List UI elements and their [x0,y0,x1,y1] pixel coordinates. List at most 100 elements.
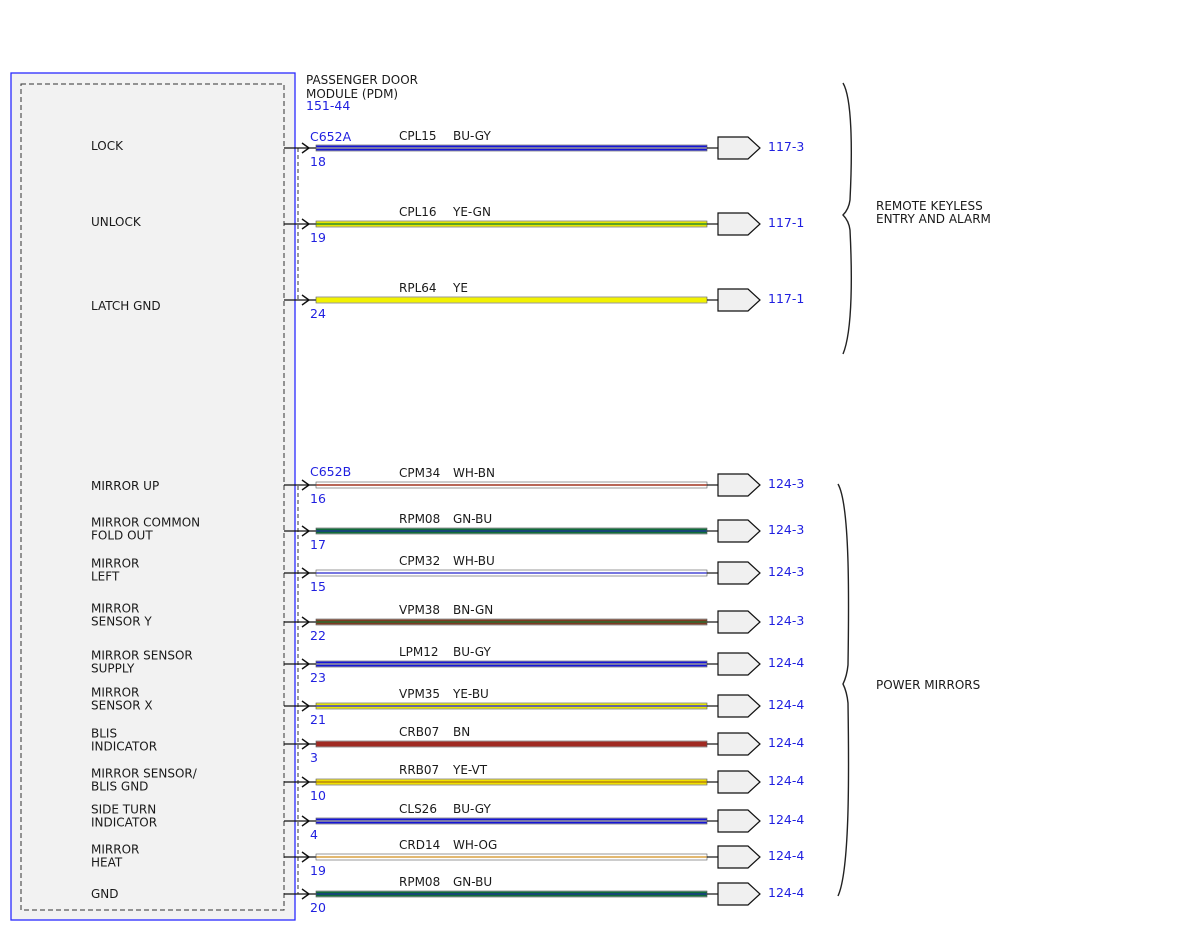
circuit-id: LPM12 [399,645,439,659]
pin-function-label: BLIS [91,727,117,741]
pin-function-label: BLIS GND [91,780,148,794]
destination-connector-icon [717,610,761,634]
destination-connector-icon [717,770,761,794]
pin-function-label: MIRROR [91,686,139,700]
pin-terminal-icon [301,525,311,537]
destination-connector-icon [717,882,761,906]
destination-ref: 124-3 [768,522,804,537]
pin-terminal-icon [301,738,311,750]
destination-ref: 124-4 [768,697,804,712]
pin-function-label: LOCK [91,139,124,153]
wire-color-code: YE-BU [452,687,489,701]
destination-ref: 124-4 [768,885,804,900]
circuit-id: VPM38 [399,603,440,617]
module-name-line2: MODULE (PDM) [306,87,398,101]
pin-function-label: LATCH GND [91,299,161,313]
circuit-id: RPM08 [399,512,440,526]
wire-color-code: YE [452,281,468,295]
destination-ref: 117-3 [768,139,804,154]
destination-ref: 124-3 [768,564,804,579]
wire-color-code: BU-GY [453,802,491,816]
pin-number: 10 [310,788,326,803]
group-label-remote-keyless-line1: REMOTE KEYLESS [876,199,983,213]
pin-function-label: FOLD OUT [91,529,153,543]
pin-terminal-icon [301,218,311,230]
destination-ref: 124-4 [768,655,804,670]
destination-connector-icon [717,473,761,497]
circuit-id: VPM35 [399,687,440,701]
pin-terminal-icon [301,888,311,900]
group-brace-power-mirrors [837,483,850,897]
pin-number: 18 [310,154,326,169]
destination-connector-icon [717,136,761,160]
pin-function-label: MIRROR COMMON [91,516,200,530]
circuit-id: CPL15 [399,129,437,143]
group-label-power-mirrors: POWER MIRRORS [876,678,980,692]
circuit-id: CRD14 [399,838,440,852]
group-label-remote-keyless-line2: ENTRY AND ALARM [876,212,991,226]
pin-terminal-icon [301,616,311,628]
module-name-line1: PASSENGER DOOR [306,73,418,87]
pin-function-label: MIRROR SENSOR/ [91,767,198,781]
destination-ref: 124-3 [768,476,804,491]
circuit-id: CLS26 [399,802,437,816]
wire-color-code: GN-BU [453,512,492,526]
module-inner-boundary [20,83,285,911]
destination-ref: 124-4 [768,735,804,750]
destination-connector-icon [717,212,761,236]
pin-function-label: MIRROR SENSOR [91,649,193,663]
pin-function-label: MIRROR [91,602,139,616]
wire-color-code: BN [453,725,470,739]
pin-terminal-icon [301,294,311,306]
destination-ref: 124-3 [768,613,804,628]
pin-function-label: INDICATOR [91,816,157,830]
circuit-id: CPM34 [399,466,440,480]
circuit-id: CPM32 [399,554,440,568]
pin-function-label: SENSOR X [91,699,153,713]
destination-ref: 124-4 [768,812,804,827]
wire-color-code: BN-GN [453,603,493,617]
pin-function-label: INDICATOR [91,740,157,754]
pin-number: 3 [310,750,318,765]
group-brace-remote-keyless [842,82,853,355]
pin-terminal-icon [301,658,311,670]
destination-connector-icon [717,845,761,869]
wire-color-code: BU-GY [453,129,491,143]
pin-function-label: MIRROR [91,843,139,857]
connector-c652a-name: C652A [310,129,352,144]
pin-function-label: MIRROR [91,557,139,571]
circuit-id: RPM08 [399,875,440,889]
pin-number: 16 [310,491,326,506]
destination-ref: 124-4 [768,773,804,788]
pin-number: 24 [310,306,326,321]
pin-function-label: SUPPLY [91,662,135,676]
wire-color-code: WH-BU [453,554,495,568]
wire-color-code: YE-VT [452,763,488,777]
wire-color-code: GN-BU [453,875,492,889]
pin-number: 22 [310,628,326,643]
connector-c652b-name: C652B [310,464,351,479]
pin-terminal-icon [301,851,311,863]
pin-number: 15 [310,579,326,594]
destination-connector-icon [717,288,761,312]
pin-function-label: SENSOR Y [91,615,152,629]
destination-connector-icon [717,732,761,756]
pin-number: 19 [310,230,326,245]
module-outline [10,72,296,921]
wire-color-code: YE-GN [452,205,491,219]
pin-number: 21 [310,712,326,727]
pin-number: 17 [310,537,326,552]
circuit-id: CRB07 [399,725,439,739]
pin-terminal-icon [301,815,311,827]
